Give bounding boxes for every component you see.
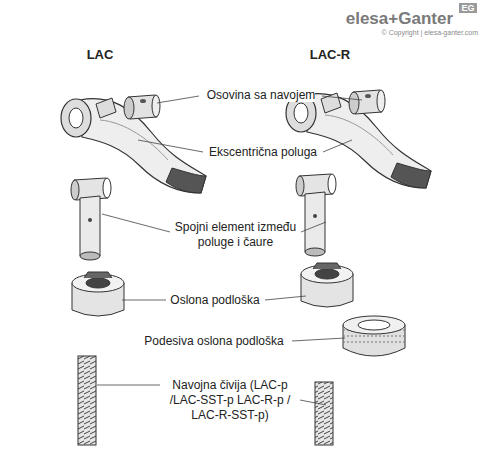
copyright-note: © Copyright | elesa-ganter.com (318, 28, 478, 37)
brand-logo-text: elesa+Ganter (346, 9, 453, 28)
brand-badge-text: EG (459, 3, 476, 13)
part-name: Navojna čivija (LAC-p /LAC-SST-p LAC-R-p… (160, 378, 300, 423)
part-name-text: Osovina sa navojem (207, 88, 316, 102)
part-name: Ekscentrična poluga (198, 145, 328, 160)
part-name: Podesiva oslona podloška (134, 334, 294, 349)
variant-heading-text: LAC (87, 47, 114, 62)
part-name: Osovina sa navojem (196, 88, 326, 103)
brand-badge: EG (456, 3, 480, 14)
part-name: Oslona podloška (160, 293, 270, 308)
variant-heading: LAC-R (295, 47, 365, 63)
part-name-text: Podesiva oslona podloška (144, 334, 283, 348)
part-name-text: Spojni element između poluge i čaure (175, 220, 296, 249)
part-name-text: Navojna čivija (LAC-p /LAC-SST-p LAC-R-p… (170, 378, 291, 422)
variant-heading-text: LAC-R (310, 47, 350, 62)
part-name: Spojni element između poluge i čaure (168, 220, 303, 250)
copyright-note-text: © Copyright | elesa-ganter.com (382, 29, 478, 36)
part-name-text: Ekscentrična poluga (209, 145, 317, 159)
brand-logo: elesa+Ganter (318, 8, 453, 29)
part-name-text: Oslona podloška (170, 293, 259, 307)
variant-heading: LAC (70, 47, 130, 63)
